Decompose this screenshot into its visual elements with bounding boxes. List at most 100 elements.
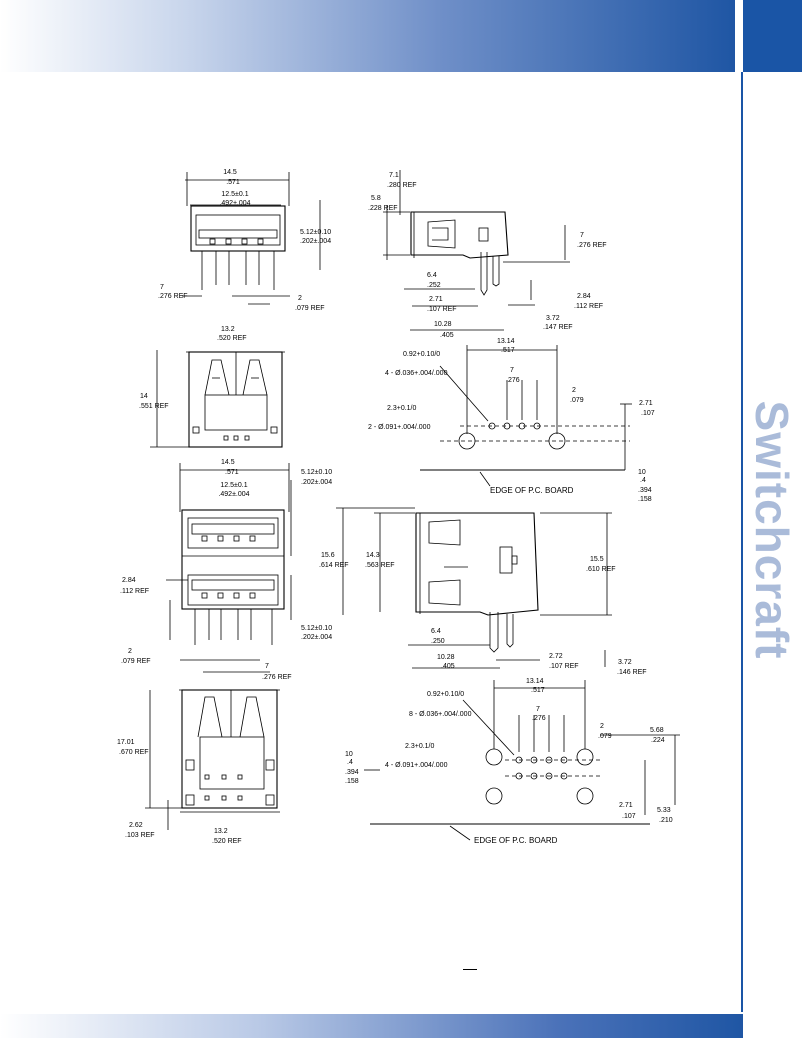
v8-overall-mm: 13.14 [526,678,544,685]
v6-h2-in: .563 REF [365,562,395,569]
v4-row-mm: 2.71 [639,400,653,407]
view-single-top [150,350,285,448]
v4-row-in: .107 [641,410,655,417]
v1-height-mm: 5.12±0.10 [300,229,331,236]
v4-edge-label: EDGE OF P.C. BOARD [490,486,574,495]
v5-top-in: .202±.004 [301,479,332,486]
v8-bighole-note: 4 - Ø.091+.004/.000 [385,762,448,769]
v4-spacing-mm: 2 [572,387,576,394]
header-gradient-bar [0,0,735,72]
v8-edge-in: .394 [345,769,359,776]
v8-bighole-mm: 2.3+0.1/0 [405,743,434,750]
v8-edge-mm: 10 [345,751,353,758]
v8-edge-label: EDGE OF P.C. BOARD [474,836,558,845]
v7-width-mm: 13.2 [214,828,228,835]
v2-g-in: .147 REF [543,324,573,331]
v3-height-mm: 14 [140,393,148,400]
view-stacked-side [336,507,612,669]
v8-spacing-in: .079 [598,733,612,740]
v6-c-mm: 2.72 [549,653,563,660]
v8-hole-mm: 0.92+0.10/0 [427,691,464,698]
v6-h1-mm: 15.6 [321,552,335,559]
v2-h-in: .405 [440,332,454,339]
v6-d-mm: 3.72 [618,659,632,666]
v4-edge-mm: 10 [638,469,646,476]
v5-pitch-in: .276 REF [262,674,292,681]
v5-spacing-in: .079 REF [121,658,151,665]
v6-h3-mm: 15.5 [590,556,604,563]
v5-mid-in: .112 REF [120,588,149,595]
v4-overall-in: .517 [501,347,515,354]
v4-bighole-note: 2 - Ø.091+.004/.000 [368,424,431,431]
v7-height-mm: 17.01 [117,739,135,746]
v5-mid-mm: 2.84 [122,577,136,584]
v4-spacing-in: .079 [570,397,584,404]
v8-q-mm: 5.33 [657,807,671,814]
v5-width-mm: 14.5 [221,459,235,466]
v5-spacing-mm: 2 [128,648,132,655]
view-stacked-top [145,689,280,830]
v6-a-in: .250 [431,638,445,645]
v2-d-mm: 6.4 [427,272,437,279]
v1-height-in: .202±.004 [300,238,331,245]
v4-pitch-in: .276 [506,377,520,384]
v1-width-mm: 14.5 [223,169,237,176]
v2-g-mm: 3.72 [546,315,560,322]
v4-hole-mm: 0.92+0.10/0 [403,351,440,358]
v1-opening-in: .492±.004 [219,200,250,207]
v6-h2-mm: 14.3 [366,552,380,559]
v4-pitch-mm: 7 [510,367,514,374]
right-border-rail [741,72,743,1012]
v3-height-in: .551 REF [139,403,169,410]
v6-h1-in: .614 REF [319,562,349,569]
view-stacked-front [166,463,292,673]
v8-edge-tol-in: .158 [345,778,359,785]
v8-row-in: .107 [622,813,636,820]
v5-bottom-in: .202±.004 [301,634,332,641]
v1-pitch-in: .276 REF [158,293,188,300]
v2-f-in: .107 REF [427,306,457,313]
v2-a-mm: 7.1 [389,172,399,179]
v5-bottom-mm: 5.12±0.10 [301,625,332,632]
v5-opening-mm: 12.5±0.1 [220,482,247,489]
view-single-front [182,172,321,305]
v4-overall-mm: 13.14 [497,338,515,345]
v8-overall-in: .517 [531,687,545,694]
v2-e-in: .112 REF [574,303,603,310]
v2-f-mm: 2.71 [429,296,443,303]
v6-d-in: .146 REF [617,669,647,676]
v8-vert-mm: 5.68 [650,727,664,734]
v1-spacing-in: .079 REF [295,305,325,312]
v6-c-in: .107 REF [549,663,579,670]
v4-edge-tol: .4 [640,477,646,484]
v7-spacing-mm: 2.62 [129,822,143,829]
v6-b-mm: 10.28 [437,654,455,661]
v5-width-in: .571 [225,469,239,476]
v4-hole-note: 4 - Ø.036+.004/.000 [385,370,448,377]
v2-h-mm: 10.28 [434,321,452,328]
v6-h3-in: .610 REF [586,566,616,573]
v1-opening-mm: 12.5±0.1 [221,191,248,198]
v6-a-mm: 6.4 [431,628,441,635]
v5-opening-in: .492±.004 [218,491,249,498]
v3-width-mm: 13.2 [221,326,235,333]
page-number-mark [450,965,490,979]
v6-b-in: .405 [441,663,455,670]
v7-width-in: .520 REF [212,838,242,845]
v8-row-mm: 2.71 [619,802,633,809]
v4-edge-tol-in: .158 [638,496,652,503]
v7-height-in: .670 REF [119,749,149,756]
v8-edge-tol: .4 [347,759,353,766]
v2-b-mm: 5.8 [371,195,381,202]
v2-a-in: .280 REF [387,182,417,189]
view-single-pcb-layout [420,345,632,487]
view-stacked-pcb-layout [364,680,680,841]
v4-edge-in: .394 [638,487,652,494]
v8-hole-note: 8 - Ø.036+.004/.000 [409,711,472,718]
v8-pitch-in: .276 [532,715,546,722]
v8-q-in: .210 [659,817,673,824]
v2-c-in: .276 REF [577,242,607,249]
v1-pitch-mm: 7 [160,284,164,291]
footer-gradient-bar [0,1014,743,1038]
